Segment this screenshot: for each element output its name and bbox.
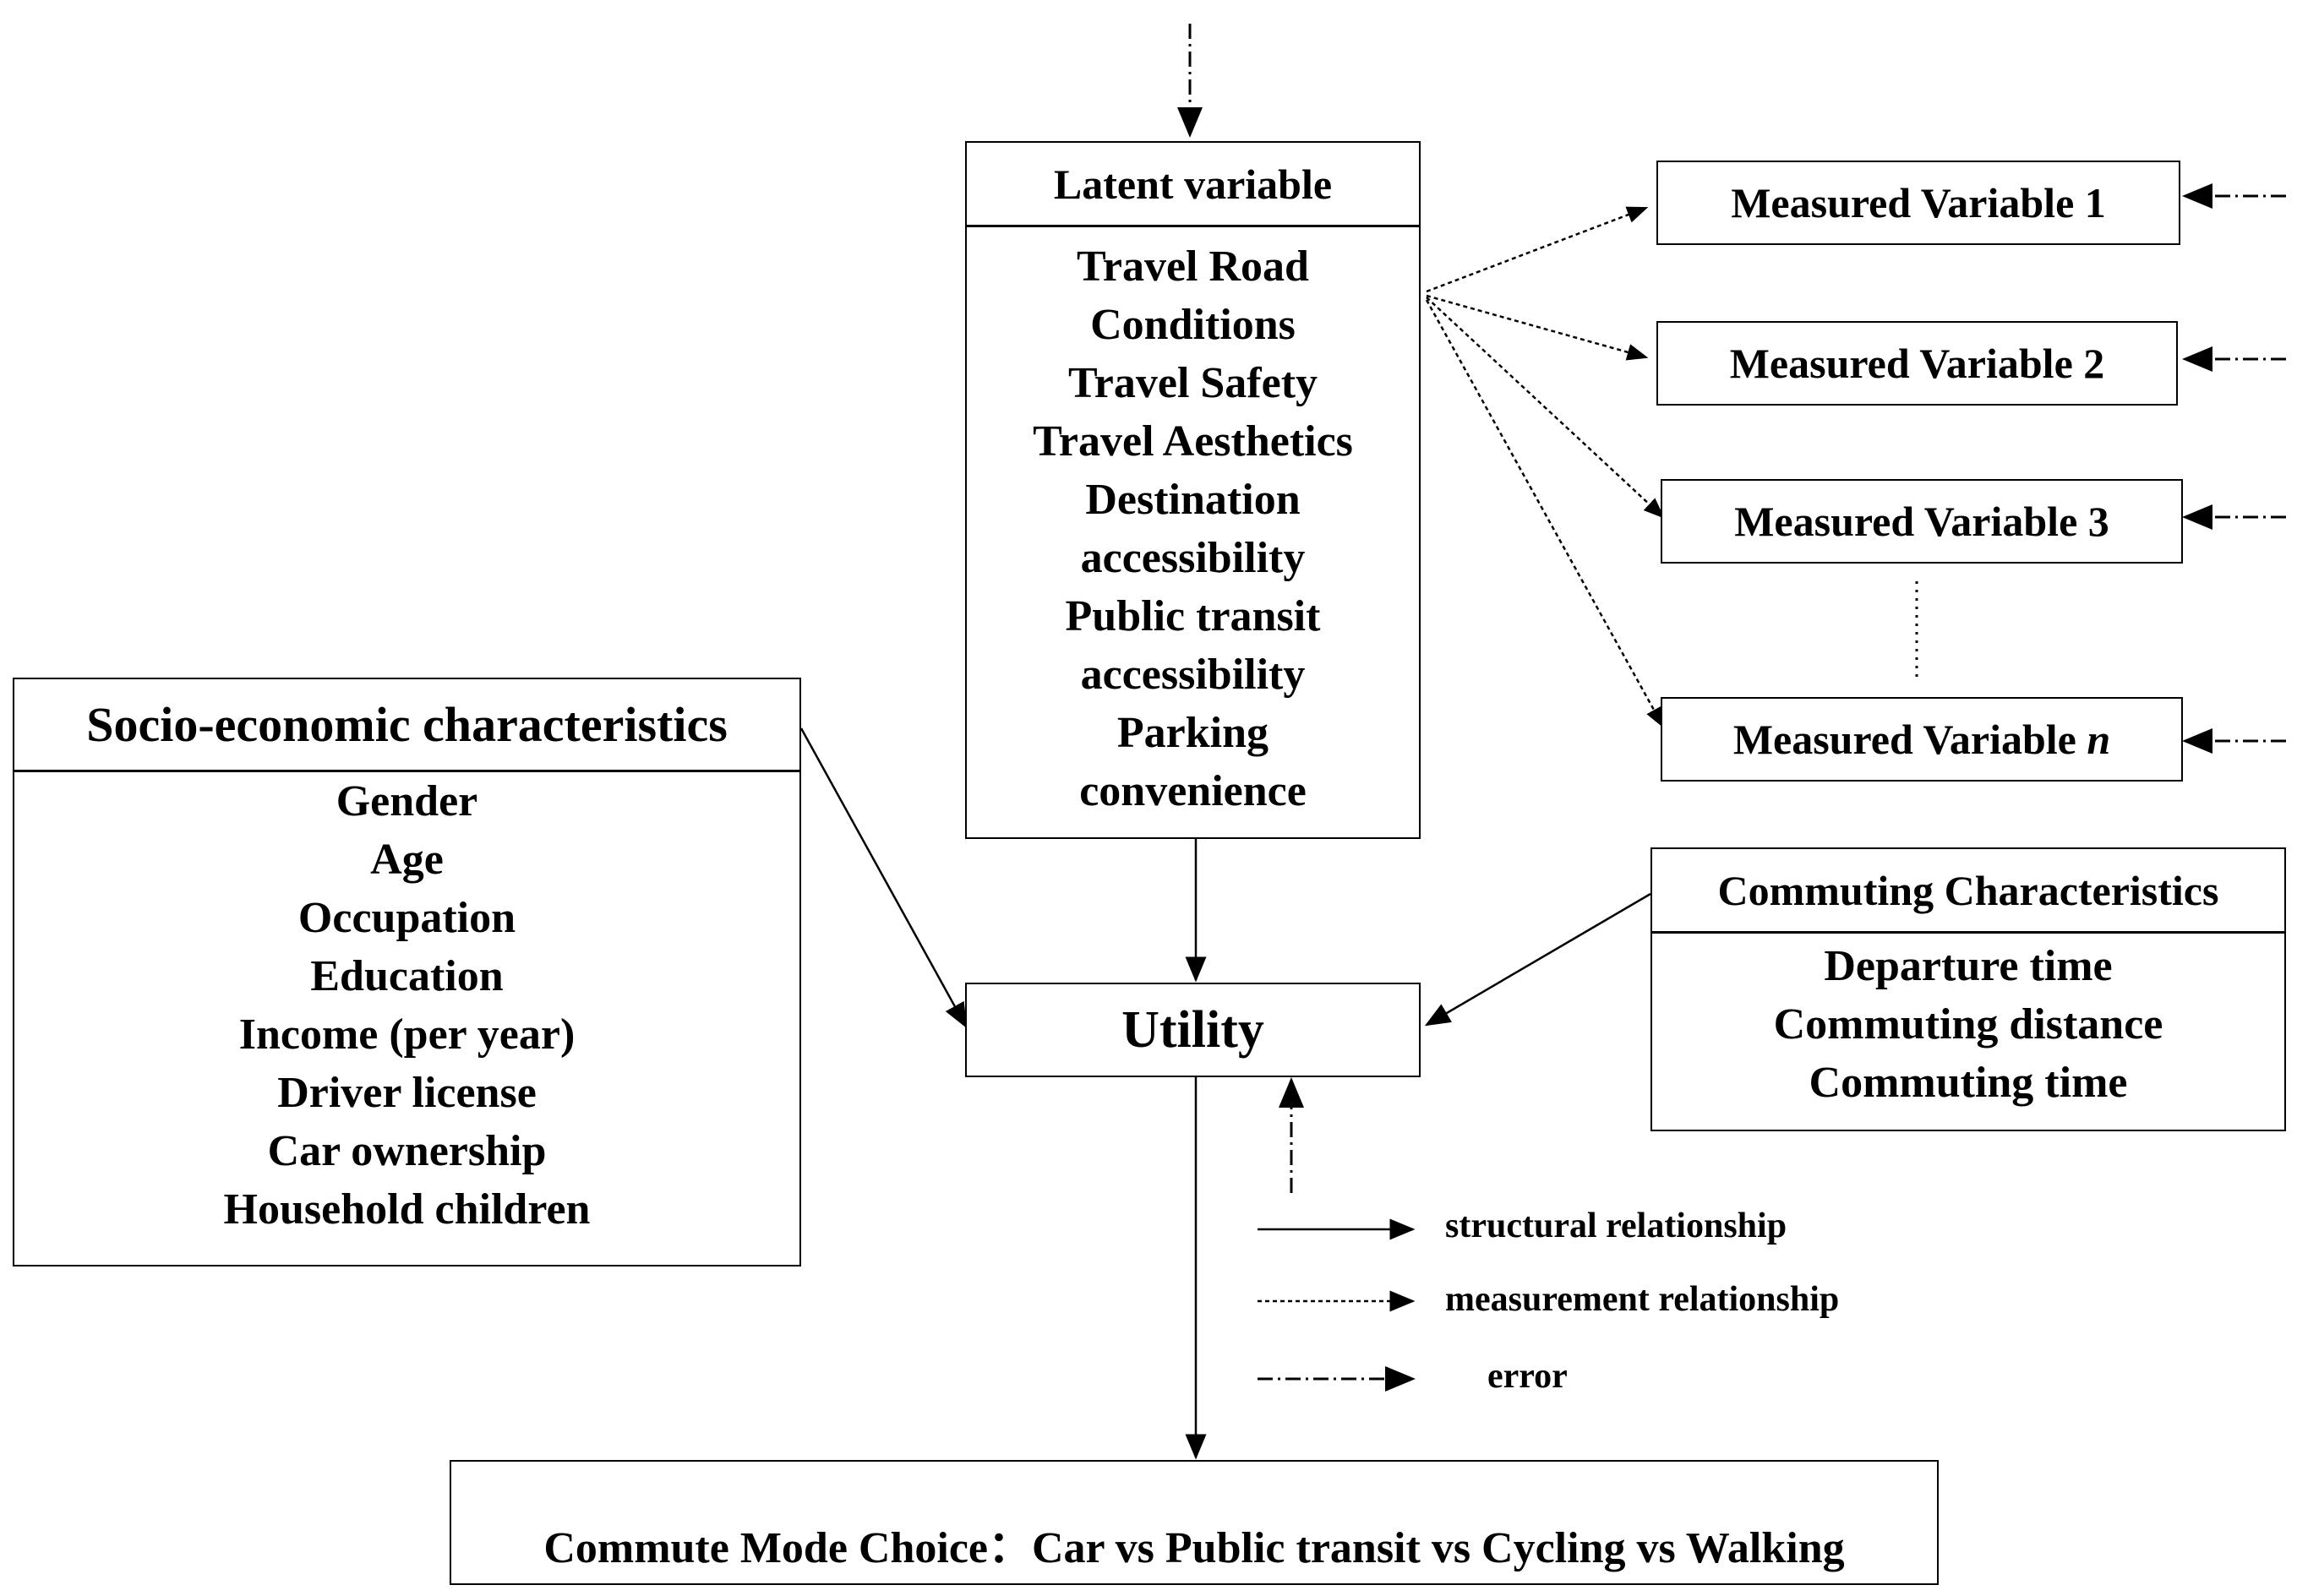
latent-item: Conditions [1090,301,1296,349]
measured-variable-n: Measured Variable n [1661,697,2183,782]
latent-variable-title: Latent variable [967,143,1419,227]
measured-variable-1: Measured Variable 1 [1656,161,2180,245]
commuting-list: Departure time Commuting distance Commut… [1652,934,2284,1112]
commuting-item: Departure time [1824,942,2113,990]
commute-mode-choice-box: Commute Mode Choice：Car vs Public transi… [450,1460,1939,1585]
legend-error-label: error [1487,1357,1568,1396]
latent-item: accessibility [1080,651,1306,699]
socio-item: Age [370,836,444,884]
socio-economic-list: Gender Age Occupation Education Income (… [14,772,799,1239]
measured-variable-n-italic: n [2087,716,2111,763]
commuting-box: Commuting Characteristics Departure time… [1650,847,2286,1131]
socio-item: Occupation [297,894,516,942]
latent-item: Travel Aesthetics [1033,417,1353,466]
measured-variable-label: Measured Variable 1 [1731,179,2106,226]
latent-item: convenience [1079,767,1307,815]
measurement-arrow-2 [1426,294,1649,361]
commuting-item: Commuting distance [1773,1000,2163,1049]
latent-item: Travel Safety [1067,359,1318,407]
latent-item: accessibility [1080,534,1306,582]
structural-arrow-commuting-utility [1424,892,1651,1027]
socio-item: Car ownership [267,1127,547,1175]
latent-item: Destination [1085,476,1301,524]
socio-item: Income (per year) [238,1010,576,1059]
utility-box: Utility [965,983,1421,1077]
socio-economic-title: Socio-economic characteristics [14,679,799,772]
latent-item: Parking [1116,709,1269,757]
socio-economic-box: Socio-economic characteristics Gender Ag… [13,678,801,1266]
latent-variable-list: Travel Road Conditions Travel Safety Tra… [967,227,1419,820]
socio-item: Gender [336,777,478,825]
socio-item: Driver license [277,1069,537,1117]
latent-variable-box: Latent variable Travel Road Conditions T… [965,141,1421,839]
measurement-arrow-3 [1426,297,1665,519]
legend-structural-label: structural relationship [1445,1207,1787,1245]
latent-item: Travel Road [1077,242,1309,291]
measurement-arrow-1 [1426,206,1649,293]
measured-variable-2: Measured Variable 2 [1656,321,2178,406]
measurement-arrow-n [1425,299,1665,729]
socio-item: Household children [223,1185,591,1234]
utility-label: Utility [1121,1000,1264,1059]
commuting-title: Commuting Characteristics [1652,849,2284,934]
latent-item: Public transit [1065,592,1321,640]
structural-arrow-socio-utility [799,727,968,1029]
commute-mode-choice-label: Commute Mode Choice：Car vs Public transi… [543,1524,1845,1572]
measured-variable-label: Measured Variable 2 [1729,340,2105,387]
measured-variable-label: Measured Variable [1732,716,2087,763]
measured-variable-3: Measured Variable 3 [1661,479,2183,564]
commuting-item: Commuting time [1809,1059,2128,1107]
measured-variable-label: Measured Variable 3 [1734,498,2109,545]
socio-item: Education [310,952,504,1000]
legend-measurement-label: measurement relationship [1445,1280,1840,1319]
